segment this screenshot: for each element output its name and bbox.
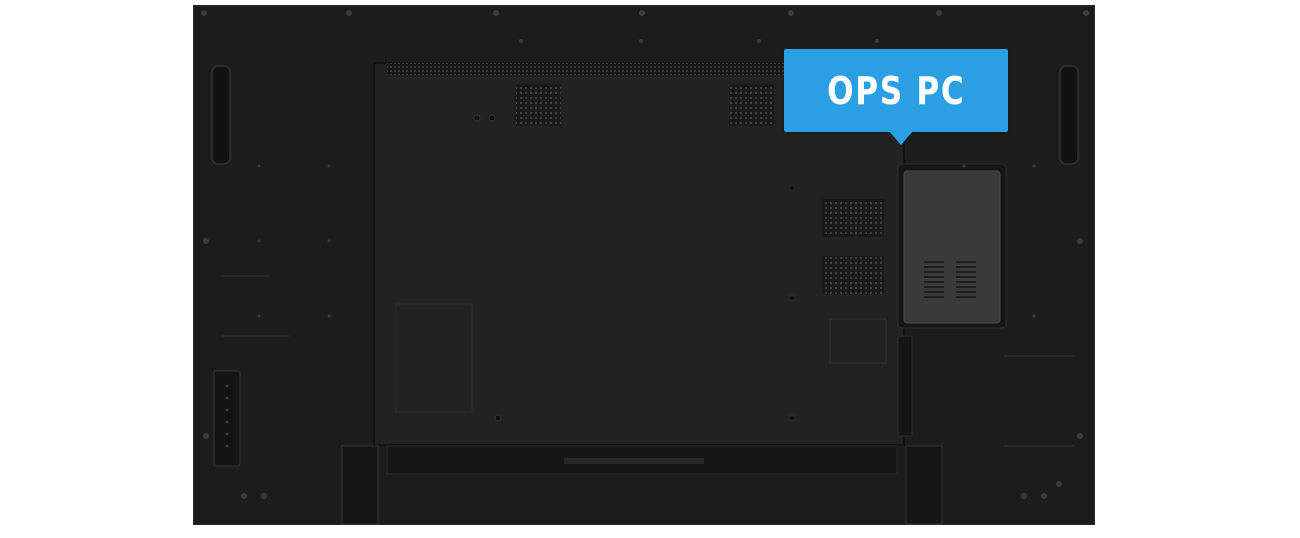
ops-pc-callout: OPS PC: [784, 49, 1008, 132]
left-foot-mount: [341, 445, 379, 525]
right-handle: [1059, 65, 1079, 165]
port-strip: [897, 335, 913, 437]
ops-pc-module: [903, 170, 1001, 324]
left-handle: [211, 65, 231, 165]
vent-grille: [516, 84, 561, 126]
top-screw-row: [201, 10, 1089, 43]
side-holes: [203, 164, 1083, 499]
callout-pointer: [889, 131, 913, 145]
vent-grille: [729, 84, 774, 126]
right-foot-mount: [905, 445, 943, 525]
side-marks: [222, 275, 1074, 447]
io-cover: [829, 318, 887, 364]
bottom-slot: [564, 458, 704, 464]
top-vent-strip: [387, 63, 787, 75]
ops-module-vents: [924, 261, 976, 298]
plate-outline: [395, 303, 473, 413]
vent-grille: [822, 199, 884, 237]
plate-screws: [473, 114, 796, 422]
side-ports: [213, 370, 241, 467]
vent-grille: [822, 256, 884, 294]
side-port-dots: [225, 384, 229, 448]
callout-label: OPS PC: [826, 68, 966, 113]
